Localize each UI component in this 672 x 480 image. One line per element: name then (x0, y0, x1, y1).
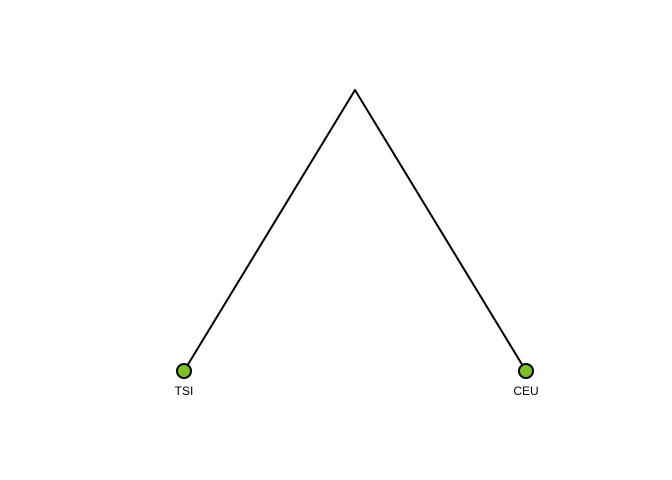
leaf-tsi: TSI (175, 363, 194, 398)
leaf-node-ceu (518, 363, 534, 379)
branches (183, 89, 527, 372)
leaf-label-ceu: CEU (513, 384, 538, 398)
leaf-node-tsi (176, 363, 192, 379)
leaf-ceu: CEU (513, 363, 539, 398)
branch-right (354, 89, 527, 372)
leaf-label-tsi: TSI (175, 384, 194, 398)
branch-left (183, 89, 356, 372)
